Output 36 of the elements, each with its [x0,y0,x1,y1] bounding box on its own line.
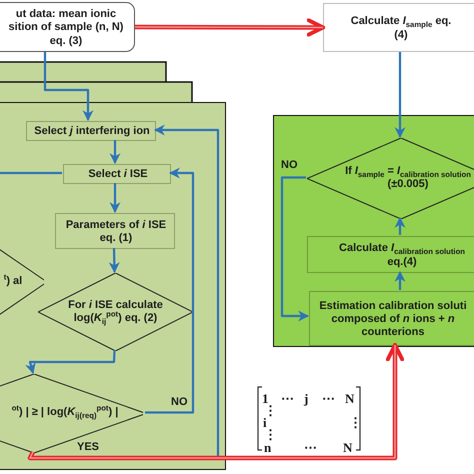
matrix-entry: ⋯ [304,441,317,454]
matrix-entry: i [263,416,267,429]
matrix-entry: 1 [262,392,268,405]
decision-text: If I$_{sample}$ = I$_{calibration solution}$ (±0.005) [344,164,472,192]
step-text: Calculate I$_{calibration solution}$ eq.(4) [338,242,466,269]
matrix-entry: ⋮ [264,428,277,441]
input-box [0,2,135,52]
process-box [63,164,171,184]
process-box [26,121,156,141]
step-text: Select j interfering ion [34,125,150,139]
edge-label: NO [280,160,298,171]
matrix-entry: ⋯ [322,392,335,405]
process-box [307,236,474,273]
panel [273,115,474,347]
decision-text: For i ISE calculate log(K$_{ij}$$^{pot}$) eq. (2) [67,298,164,326]
decision-text: $^{ot}$) | ≥ | log(K$_{ij(req)}$$^{pot}$) | [12,406,118,420]
matrix-entry: n [264,441,272,454]
step-text: Parameters of i ISE eq. (1) [64,218,168,246]
decision-text: $^{t}$) al [4,275,22,289]
decision-diamond [38,273,193,351]
step-text: ut data: mean ionic sition of sample (n, N) eq. (3) [8,8,124,48]
matrix-entry: ⋮ [264,404,277,417]
step-text: Estimation calibration soluti composed of n ions + n counterions [318,300,468,340]
decision-diamond [307,138,474,219]
matrix-entry: N [343,441,352,454]
edge-label: YES [76,442,100,453]
matrix-entry: ⋮ [349,416,362,429]
process-box [55,213,175,249]
process-box [309,291,474,346]
matrix-entry: ⋯ [281,392,294,405]
edge-label: NO [170,397,188,408]
process-box [323,3,474,52]
matrix-entry: N [345,392,354,405]
step-text: Select i ISE [88,168,148,182]
step-text: Calculate I$_{sample}$ eq. (4) [350,15,452,42]
matrix-entry: j [304,392,308,405]
